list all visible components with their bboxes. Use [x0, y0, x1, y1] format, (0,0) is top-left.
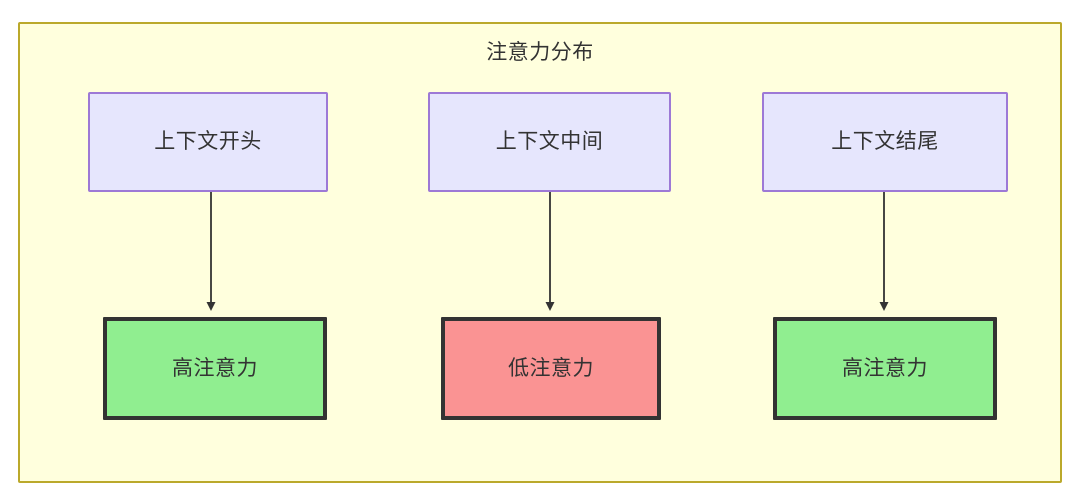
node-context-middle[interactable]: 上下文中间	[428, 92, 671, 192]
node-attention-end[interactable]: 高注意力	[773, 317, 997, 420]
node-attention-start[interactable]: 高注意力	[103, 317, 327, 420]
node-attention-middle[interactable]: 低注意力	[441, 317, 661, 420]
node-context-end[interactable]: 上下文结尾	[762, 92, 1008, 192]
node-context-start[interactable]: 上下文开头	[88, 92, 328, 192]
subgraph-title: 注意力分布	[486, 41, 594, 64]
